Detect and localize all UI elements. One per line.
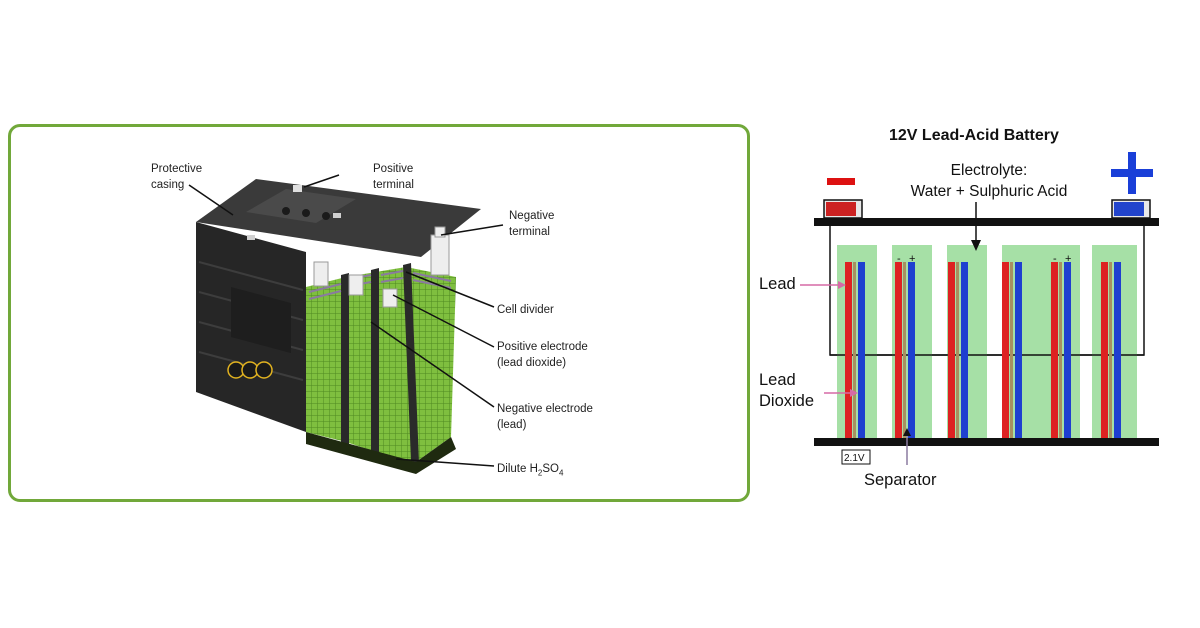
label-negative-electrode-line1: Negative electrode <box>497 403 593 415</box>
label-negative-terminal-line2: terminal <box>509 226 550 238</box>
label-lead-dioxide: Lead Dioxide <box>759 370 814 412</box>
electrolyte-prefix: Dilute H <box>497 463 538 475</box>
electrolyte-sub1: 2 <box>537 468 543 478</box>
label-cell-divider: Cell divider <box>497 304 554 316</box>
label-positive-terminal: Positive terminal <box>373 161 414 193</box>
cell-2 <box>346 272 376 452</box>
label-protective-casing-line2: casing <box>151 179 185 191</box>
plus-icon <box>1111 152 1153 194</box>
small-plus-1: + <box>909 253 915 265</box>
minus-icon <box>827 178 855 185</box>
battery-cutaway-panel: Protective casing Positive terminal Nega… <box>8 124 750 502</box>
positive-terminal-post <box>293 185 302 192</box>
label-electrolyte: Electrolyte: Water + Sulphuric Acid <box>896 160 1082 202</box>
battery-cutaway-illustration <box>188 174 504 474</box>
small-minus-2: - <box>1053 253 1057 265</box>
small-minus-1: - <box>897 253 901 265</box>
label-negative-terminal-line1: Negative <box>509 210 555 222</box>
label-lead-dioxide-line2: Dioxide <box>759 392 815 410</box>
label-positive-electrode-line1: Positive electrode <box>497 341 588 353</box>
label-dilute-h2so4: Dilute H2SO4 <box>497 461 563 477</box>
label-separator: Separator <box>864 471 937 489</box>
label-negative-terminal: Negative terminal <box>509 208 554 240</box>
bottom-bar <box>814 438 1159 446</box>
battery-schematic: - + - + 2.1V <box>800 152 1159 465</box>
top-bar <box>814 218 1159 226</box>
label-positive-terminal-line2: terminal <box>373 179 414 191</box>
label-lead: Lead <box>759 275 796 293</box>
label-electrolyte-line2: Water + Sulphuric Acid <box>910 183 1068 200</box>
cell-4 <box>406 267 456 462</box>
label-electrolyte-line1: Electrolyte: <box>950 162 1028 179</box>
label-positive-electrode-line2: (lead dioxide) <box>497 357 567 369</box>
label-protective-casing: Protective casing <box>151 161 202 193</box>
label-positive-electrode: Positive electrode (lead dioxide) <box>497 339 588 371</box>
tst-logo <box>227 361 273 379</box>
electrolyte-mid: SO <box>542 463 559 475</box>
label-positive-terminal-line1: Positive <box>373 163 414 175</box>
small-plus-2: + <box>1065 253 1071 265</box>
label-lead-dioxide-line1: Lead <box>759 371 796 389</box>
label-negative-electrode-line2: (lead) <box>497 419 527 431</box>
label-protective-casing-line1: Protective <box>151 163 203 175</box>
battery-schematic-panel: - + - + 2.1V 12V Lead-Acid Battery Elect… <box>752 110 1192 510</box>
label-negative-electrode: Negative electrode (lead) <box>497 401 593 433</box>
schematic-title: 12V Lead-Acid Battery <box>889 127 1059 144</box>
cell-1 <box>306 277 346 442</box>
electrolyte-sub2: 4 <box>558 468 564 478</box>
cell-voltage-label: 2.1V <box>844 453 865 464</box>
